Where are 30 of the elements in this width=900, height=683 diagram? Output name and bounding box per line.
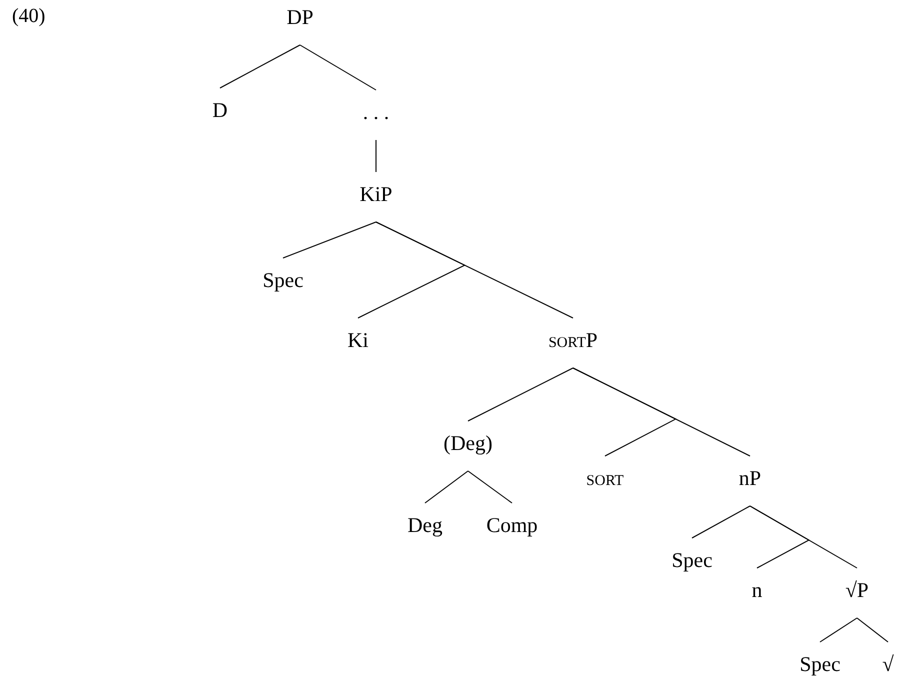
tree-branch [424,470,468,504]
tree-node-label: KiP [358,172,394,222]
tree-node-label: Spec [670,538,714,588]
tree-node-label: n [750,568,764,618]
tree-branch [282,222,376,258]
tree-node-label: Spec [260,258,306,308]
tree-node-label: √P [843,568,871,618]
tree-branch [750,506,858,568]
tree-branch [220,44,300,88]
tree-branch [468,470,512,504]
tree-node-label: sortP [546,318,600,368]
tree-branch [376,222,574,318]
tree-node-label: Ki [346,318,370,368]
tree-branch [856,618,888,642]
tree-node-label: Comp [484,503,540,553]
tree-node-label: D [210,88,230,138]
tree-node-label: DP [284,0,316,45]
tree-branch [468,368,574,422]
tree-branch [692,506,750,538]
tree-branch [572,368,750,456]
tree-branch [820,618,858,642]
tree-node-label: nP [736,456,764,506]
tree-node-label: (Deg) [442,421,494,471]
tree-node-label: Deg [406,503,444,553]
tree-branch [300,44,376,90]
tree-node-label: √ [880,642,896,683]
example-number: (40) [12,4,46,28]
tree-node-label: sort [584,456,626,506]
tree-node-label: Spec [798,642,842,683]
tree-node-label: . . . [360,90,392,140]
